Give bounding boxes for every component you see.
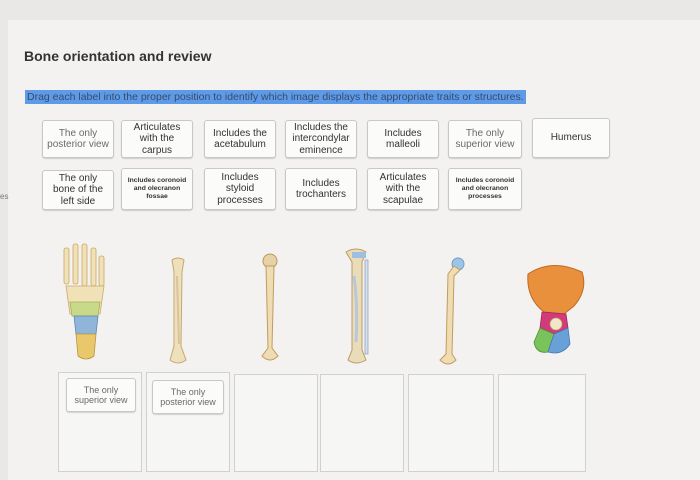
- page-title: Bone orientation and review: [24, 48, 212, 64]
- radius-bone-image: [169, 257, 187, 364]
- label-intercondylar-eminence[interactable]: Includes the intercondylar eminence: [285, 120, 357, 158]
- label-only-superior-view[interactable]: The only superior view: [448, 120, 522, 158]
- femur-bone-image: [439, 257, 465, 365]
- label-coronoid-olecranon-fossae[interactable]: Includes coronoid and olecranon fossae: [121, 168, 193, 210]
- label-includes-trochanters[interactable]: Includes trochanters: [285, 168, 357, 210]
- left-edge-text: es: [0, 192, 9, 201]
- label-includes-acetabulum[interactable]: Includes the acetabulum: [204, 120, 276, 158]
- placed-label-only-superior-view[interactable]: The only superior view: [66, 378, 136, 412]
- placed-label-only-posterior-view[interactable]: The only posterior view: [152, 380, 224, 414]
- drop-zone-6[interactable]: [498, 374, 586, 472]
- label-only-posterior-view[interactable]: The only posterior view: [42, 120, 114, 158]
- label-includes-malleoli[interactable]: Includes malleoli: [367, 120, 439, 158]
- label-only-bone-left-side[interactable]: The only bone of the left side: [42, 170, 114, 210]
- instruction-text: Drag each label into the proper position…: [25, 90, 526, 104]
- drop-zone-3[interactable]: [234, 374, 318, 472]
- drop-zone-4[interactable]: [320, 374, 404, 472]
- drop-zone-5[interactable]: [408, 374, 494, 472]
- humerus-bone-image: [261, 253, 279, 361]
- tibia-fibula-bones-image: [345, 248, 369, 364]
- label-articulates-carpus[interactable]: Articulates with the carpus: [121, 120, 193, 158]
- label-styloid-processes[interactable]: Includes styloid processes: [204, 168, 276, 210]
- label-articulates-scapulae[interactable]: Articulates with the scapulae: [367, 168, 439, 210]
- hip-bone-image: [527, 265, 585, 354]
- label-humerus[interactable]: Humerus: [532, 118, 610, 158]
- foot-bones-image: [63, 243, 105, 360]
- label-coronoid-olecranon-processes[interactable]: Includes coronoid and olecranon processe…: [448, 168, 522, 210]
